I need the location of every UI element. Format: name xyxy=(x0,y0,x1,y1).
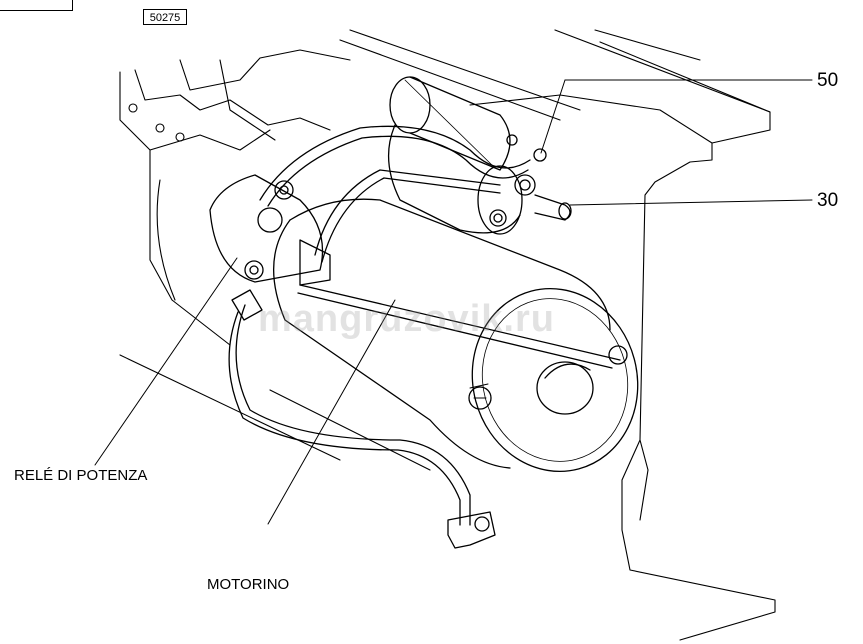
relay-housing xyxy=(209,174,331,286)
mounting-bracket xyxy=(119,29,776,641)
watermark: mangruzovik.ru xyxy=(258,298,555,340)
terminal-studs xyxy=(489,134,572,227)
callout-motor: MOTORINO xyxy=(207,576,290,593)
solenoid xyxy=(387,76,523,235)
leader-relay xyxy=(94,257,238,466)
engine-block xyxy=(119,49,351,346)
frame-corner xyxy=(0,0,73,11)
callout-terminal-50: 50 xyxy=(817,70,839,91)
callout-power-relay: RELÉ DI POTENZA xyxy=(14,467,148,484)
callout-terminal-30: 30 xyxy=(817,190,839,211)
leader-motor xyxy=(267,299,396,525)
wiring-harness xyxy=(228,125,531,549)
leader-lines xyxy=(94,79,813,525)
leader-30 xyxy=(569,199,813,206)
motor-body xyxy=(272,198,639,473)
figure-code: 50275 xyxy=(143,9,187,25)
